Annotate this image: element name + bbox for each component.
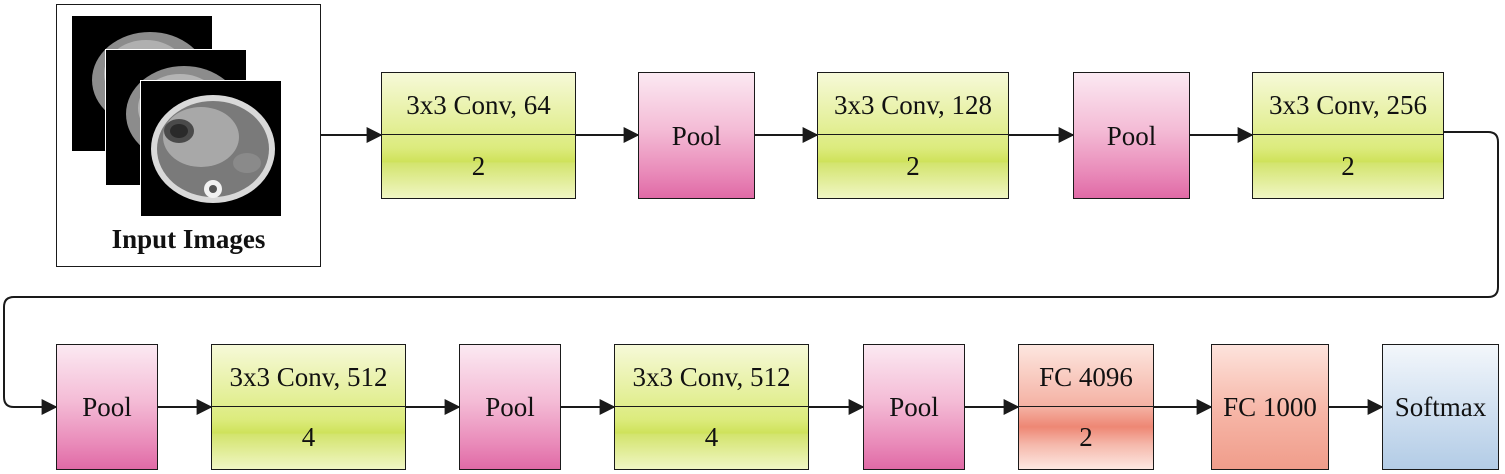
block-divider bbox=[382, 134, 575, 135]
input-images-caption: Input Images bbox=[111, 224, 266, 254]
pool-block-label: Pool bbox=[889, 392, 939, 422]
softmax-label: Softmax bbox=[1394, 392, 1487, 422]
conv-block-title: 3x3 Conv, 512 bbox=[632, 362, 791, 392]
pool-block-2: Pool bbox=[1073, 72, 1190, 199]
pool-block-4: Pool bbox=[459, 344, 561, 470]
ct-scan-icon bbox=[151, 95, 275, 203]
conv-block-512-b: 3x3 Conv, 512 4 bbox=[614, 344, 809, 470]
conv-block-64: 3x3 Conv, 64 2 bbox=[381, 72, 576, 199]
conv-block-repeat: 4 bbox=[301, 422, 316, 452]
softmax-block: Softmax bbox=[1382, 344, 1499, 470]
ct-slice-3 bbox=[140, 80, 282, 217]
conv-block-repeat: 4 bbox=[704, 422, 719, 452]
pool-block-label: Pool bbox=[1106, 120, 1157, 151]
conv-block-256: 3x3 Conv, 256 2 bbox=[1252, 72, 1444, 199]
input-images-panel: Input Images bbox=[56, 4, 321, 267]
fc-4096-block: FC 4096 2 bbox=[1018, 344, 1154, 470]
fc-block-label: FC 1000 bbox=[1223, 392, 1317, 422]
fc-block-repeat: 2 bbox=[1079, 422, 1093, 452]
conv-block-128: 3x3 Conv, 128 2 bbox=[817, 72, 1009, 199]
pool-block-5: Pool bbox=[863, 344, 965, 470]
conv-block-title: 3x3 Conv, 512 bbox=[229, 362, 388, 392]
conv-block-title: 3x3 Conv, 64 bbox=[406, 90, 551, 120]
pool-block-label: Pool bbox=[485, 392, 535, 422]
conv-block-repeat: 2 bbox=[1341, 151, 1355, 181]
block-divider bbox=[1253, 134, 1443, 135]
block-divider bbox=[212, 406, 405, 407]
conv-block-512-a: 3x3 Conv, 512 4 bbox=[211, 344, 406, 470]
pool-block-1: Pool bbox=[638, 72, 755, 199]
conv-block-title: 3x3 Conv, 128 bbox=[833, 90, 992, 120]
pool-block-label: Pool bbox=[82, 392, 132, 422]
block-divider bbox=[1019, 406, 1153, 407]
pool-block-3: Pool bbox=[56, 344, 158, 470]
block-divider bbox=[818, 134, 1008, 135]
wrap-connector bbox=[3, 131, 1499, 415]
conv-block-repeat: 2 bbox=[471, 151, 486, 181]
fc-1000-block: FC 1000 bbox=[1211, 344, 1329, 470]
conv-block-title: 3x3 Conv, 256 bbox=[1268, 90, 1427, 120]
block-divider bbox=[615, 406, 808, 407]
pool-block-label: Pool bbox=[671, 120, 722, 151]
conv-block-repeat: 2 bbox=[906, 151, 920, 181]
fc-block-title: FC 4096 bbox=[1039, 362, 1133, 392]
